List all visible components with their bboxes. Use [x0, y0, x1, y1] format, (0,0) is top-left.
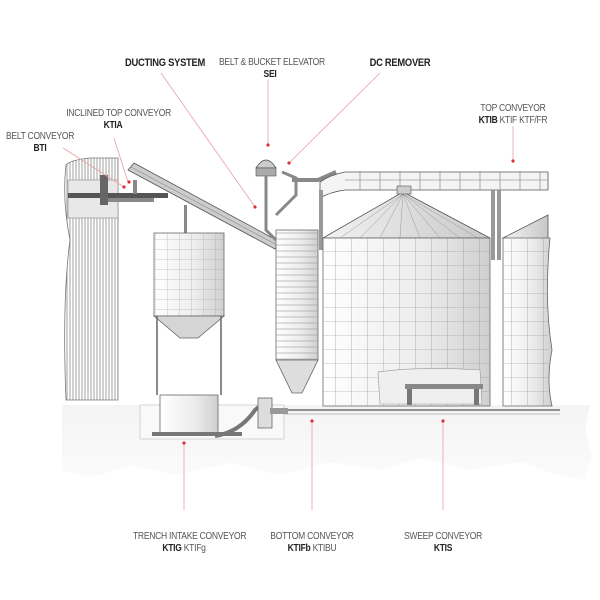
tall-silo	[275, 229, 319, 394]
inclined-top-conveyor-drawing	[127, 162, 281, 250]
label-belt-conveyor: BELT CONVEYOR BTI	[6, 131, 75, 154]
hopper-silo	[152, 232, 242, 436]
label-top-conveyor: TOP CONVEYOR KTIB KTIF KTF/FR	[478, 103, 548, 126]
top-conveyor-drawing	[319, 171, 549, 260]
label-belt-bucket-elevator: BELT & BUCKET ELEVATOR SEI	[219, 57, 325, 80]
trench-conveyor-drawing	[214, 397, 288, 438]
label-sweep-conveyor: SWEEP CONVEYOR KTIS	[404, 531, 482, 554]
label-trench-intake-conveyor: TRENCH INTAKE CONVEYOR KTIG KTIFg	[133, 531, 247, 554]
label-bottom-conveyor: BOTTOM CONVEYOR KTIFb KTIBU	[270, 531, 354, 554]
leader-dots	[122, 143, 515, 445]
intake-building	[64, 157, 168, 401]
right-partial-silo	[501, 214, 553, 407]
leader-lines	[62, 72, 514, 510]
main-storage-silo	[321, 185, 491, 407]
label-inclined-top-conveyor: INCLINED TOP CONVEYOR KTIA	[66, 108, 171, 131]
ground	[62, 404, 592, 480]
label-dc-remover: DC REMOVER	[369, 57, 431, 69]
bucket-elevator-drawing	[255, 159, 337, 242]
label-ducting-system: DUCTING SYSTEM	[124, 57, 206, 69]
